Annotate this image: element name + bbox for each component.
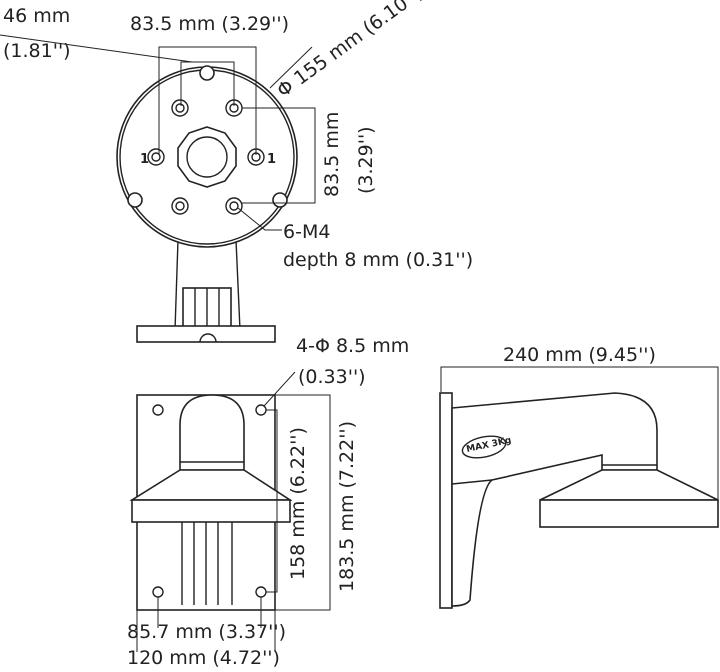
center-boss: [177, 126, 237, 188]
load-badge: [461, 435, 507, 459]
dim-183: 183.5 mm (7.22''): [336, 421, 358, 592]
top-view: 1 1 46 mm (1.81'') 83.5 mm (3.29'') Φ 15…: [0, 0, 473, 343]
dim-46-inch: (1.81''): [3, 40, 71, 62]
dim-83-vertical: 83.5 mm: [321, 112, 343, 197]
dim-83-horizontal: 83.5 mm (3.29''): [130, 13, 289, 35]
dim-158: 158 mm (6.22''): [287, 427, 309, 580]
front-view: 4-Φ 8.5 mm (0.33'') 158 mm (6.22'') 183.…: [127, 335, 409, 669]
shroud-side: [539, 469, 719, 501]
dim-diameter: Φ 155 mm (6.10''): [273, 0, 427, 102]
dim-120: 120 mm (4.72''): [127, 647, 280, 669]
hole-mark: 1: [267, 152, 276, 167]
dim-46: 46 mm: [3, 5, 70, 27]
wall-plate-side: [439, 392, 453, 609]
side-view: MAX 3Kg 240 mm (9.45''): [439, 344, 719, 609]
arm: [179, 394, 245, 471]
dim-83-vertical-inch: (3.29''): [355, 126, 377, 194]
tab: [199, 65, 215, 81]
screw-holes: [147, 99, 265, 215]
arm-side: [451, 392, 658, 607]
hole-spec: 6-M4: [283, 221, 330, 243]
hole-depth: depth 8 mm (0.31''): [283, 249, 473, 271]
hole-mark: 1: [140, 152, 149, 167]
stem: [174, 239, 241, 331]
mount-hole-spec: 4-Φ 8.5 mm: [296, 335, 409, 357]
dim-85: 85.7 mm (3.37''): [127, 621, 286, 643]
mount-hole-spec-inch: (0.33''): [298, 366, 366, 388]
dim-240: 240 mm (9.45''): [503, 344, 656, 366]
